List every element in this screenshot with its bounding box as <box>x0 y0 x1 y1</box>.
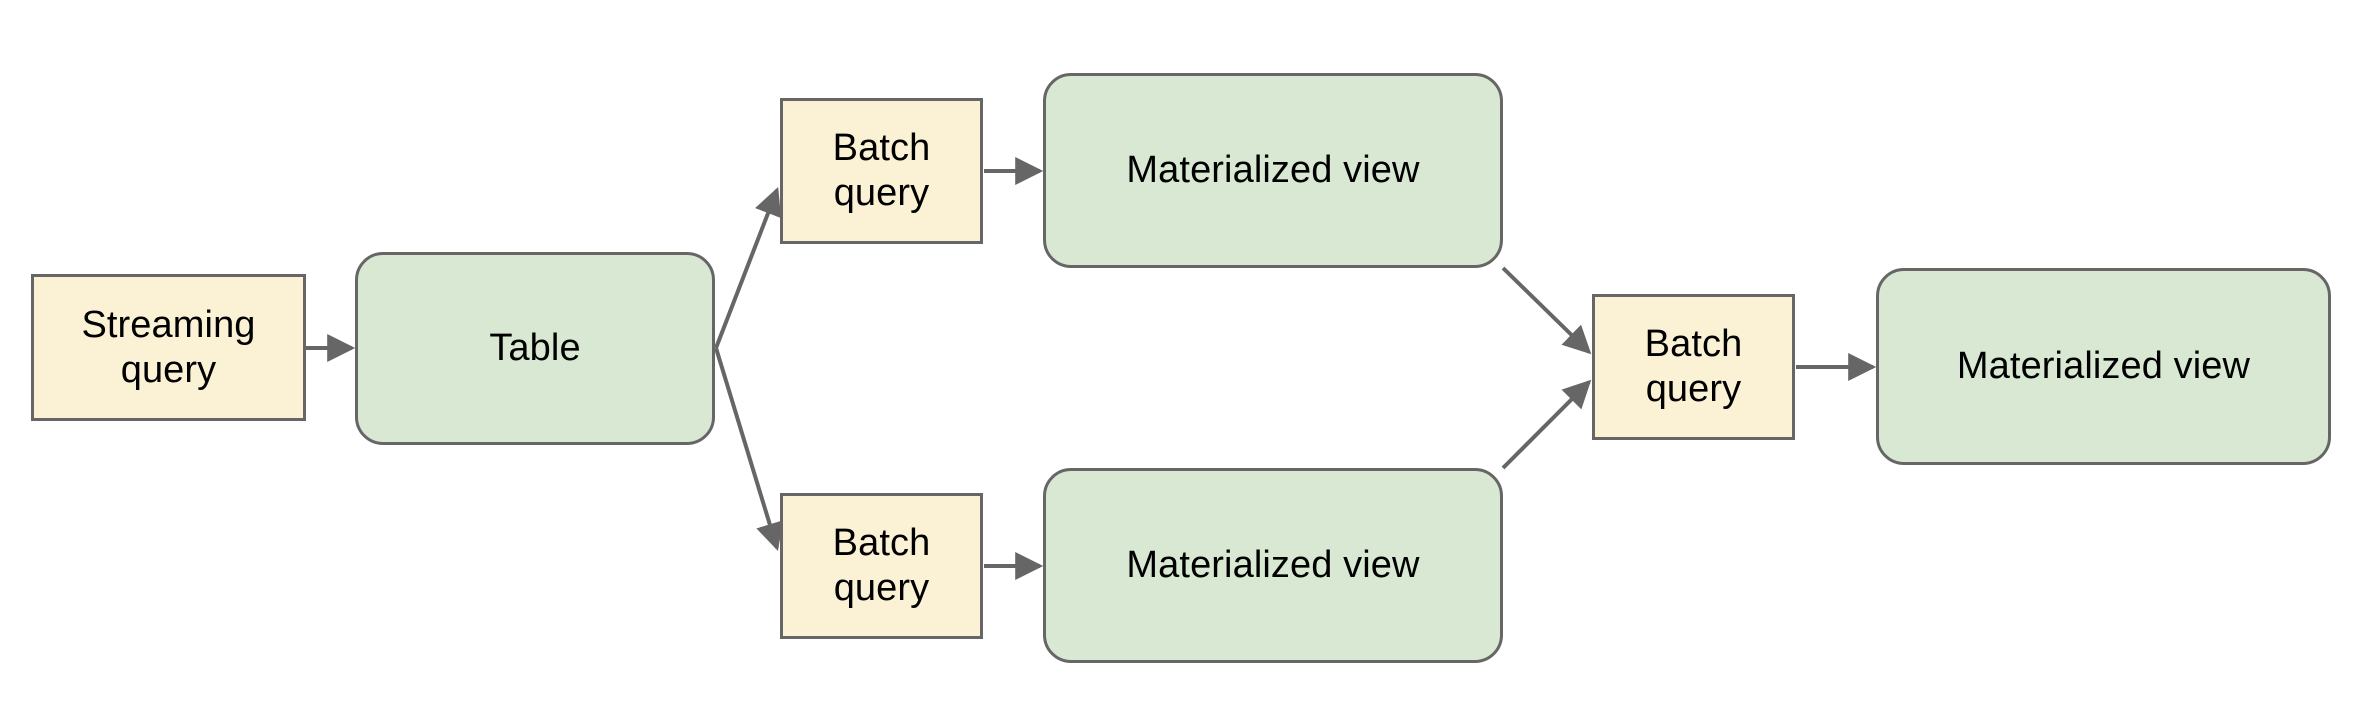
node-streaming-query-label: Streaming query <box>81 303 256 391</box>
node-batch-query-bottom[interactable]: Batch query <box>780 493 983 639</box>
node-table-label: Table <box>489 327 581 370</box>
node-batch-query-top[interactable]: Batch query <box>780 98 983 244</box>
edge-mv-top-to-merge <box>1501 266 1592 355</box>
node-materialized-view-final[interactable]: Materialized view <box>1876 268 2331 465</box>
node-batch-query-merge[interactable]: Batch query <box>1592 294 1795 440</box>
node-batch-query-top-label: Batch query <box>832 127 931 214</box>
node-batch-query-merge-label: Batch query <box>1644 323 1743 410</box>
node-batch-query-bottom-label: Batch query <box>832 522 931 609</box>
node-materialized-view-bottom[interactable]: Materialized view <box>1043 468 1503 663</box>
edge-table-to-batch-top <box>714 187 782 349</box>
node-table[interactable]: Table <box>355 252 715 445</box>
edge-table-to-batch-bottom <box>714 347 784 552</box>
node-streaming-query[interactable]: Streaming query <box>31 274 306 421</box>
edge-mv-bottom-to-merge <box>1501 379 1592 470</box>
node-materialized-view-top-label: Materialized view <box>1126 149 1420 192</box>
node-materialized-view-final-label: Materialized view <box>1956 345 2251 388</box>
node-materialized-view-bottom-label: Materialized view <box>1126 544 1420 587</box>
node-materialized-view-top[interactable]: Materialized view <box>1043 73 1503 268</box>
